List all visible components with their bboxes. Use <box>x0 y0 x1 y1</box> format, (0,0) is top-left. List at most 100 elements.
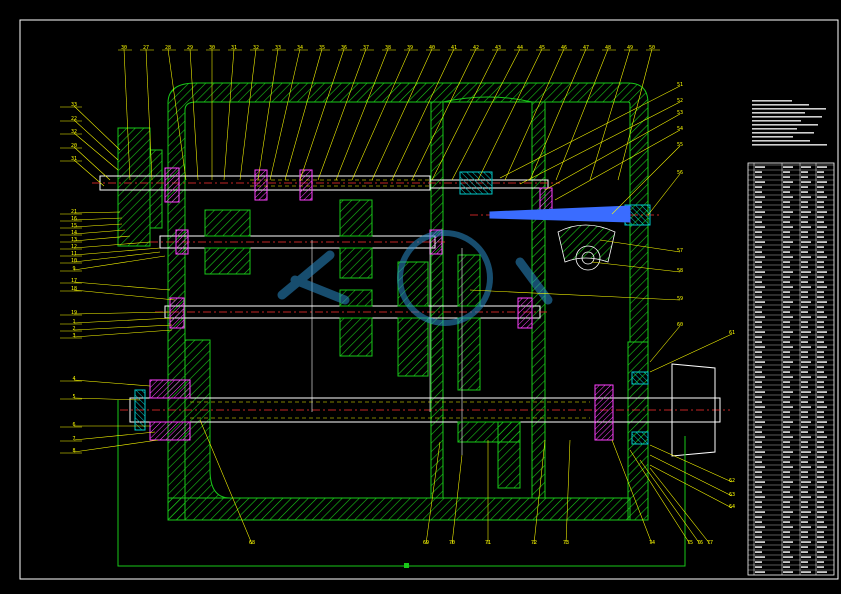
table-cell-text <box>783 461 790 463</box>
leader-line <box>73 223 123 228</box>
table-cell-text <box>801 391 811 393</box>
table-cell-text <box>817 446 824 448</box>
table-cell-text <box>783 391 793 393</box>
table-cell-text <box>783 571 793 573</box>
table-cell-text <box>801 571 811 573</box>
table-cell-text <box>783 536 790 538</box>
table-cell-text <box>755 546 762 548</box>
table-cell-text <box>783 216 790 218</box>
table-cell-text <box>801 281 808 283</box>
note-line <box>752 108 826 110</box>
leader-line <box>257 48 279 181</box>
table-cell-text <box>801 466 811 468</box>
table-cell-text <box>801 451 811 453</box>
leader-line <box>617 48 653 181</box>
table-cell-text <box>755 341 762 343</box>
table-cell-text <box>817 376 827 378</box>
table-cell-text <box>755 256 765 258</box>
leader-line <box>649 333 733 373</box>
table-cell-text <box>783 341 790 343</box>
callout-left: 11 <box>71 251 77 257</box>
leader-line <box>73 247 161 256</box>
table-cell-text <box>783 556 793 558</box>
table-cell-text <box>783 176 790 178</box>
table-cell-text <box>755 531 762 533</box>
table-cell-text <box>801 321 808 323</box>
table-cell-text <box>783 396 790 398</box>
table-cell-text <box>801 456 808 458</box>
table-cell-text <box>783 406 793 408</box>
callout-top: 40 <box>429 45 435 51</box>
table-cell-text <box>801 316 811 318</box>
table-cell-text <box>801 376 811 378</box>
table-cell-text <box>817 291 824 293</box>
seals <box>134 171 651 445</box>
leader-line <box>73 255 166 271</box>
table-cell-text <box>817 206 824 208</box>
callout-right: 60 <box>677 322 683 328</box>
table-cell-text <box>783 431 790 433</box>
table-cell-text <box>755 291 762 293</box>
table-cell-text <box>817 326 824 328</box>
leader-line <box>73 119 119 161</box>
table-cell-text <box>817 531 824 533</box>
callout-bottom: 69 <box>423 540 429 546</box>
callout-top: 35 <box>319 45 325 51</box>
leader-line <box>649 467 711 545</box>
table-cell-text <box>801 471 808 473</box>
table-cell-text <box>801 521 808 523</box>
callout-top: 33 <box>275 45 281 51</box>
table-cell-text <box>755 176 762 178</box>
table-cell-text <box>783 566 790 568</box>
table-cell-text <box>801 251 808 253</box>
table-cell-text <box>783 271 793 273</box>
table-cell-text <box>755 191 762 193</box>
table-cell-text <box>783 506 790 508</box>
table-cell-text <box>801 221 808 223</box>
table-cell-text <box>817 476 824 478</box>
table-cell-text <box>801 296 808 298</box>
table-cell-text <box>783 211 793 213</box>
leader-line <box>649 454 733 497</box>
table-cell-text <box>817 316 827 318</box>
table-cell-text <box>817 346 827 348</box>
table-cell-text <box>801 411 808 413</box>
table-cell-text <box>817 176 824 178</box>
note-line <box>752 132 814 134</box>
leader-line <box>351 48 411 181</box>
table-cell-text <box>783 256 793 258</box>
table-cell-text <box>755 331 765 333</box>
table-cell-text <box>801 231 808 233</box>
table-cell-text <box>801 191 808 193</box>
table-cell-text <box>755 321 762 323</box>
table-cell-text <box>817 426 824 428</box>
technical-requirements <box>752 100 827 146</box>
table-cell-text <box>817 341 824 343</box>
table-cell-text <box>755 526 765 528</box>
table-cell-text <box>783 171 790 173</box>
table-cell-text <box>755 236 762 238</box>
note-line <box>752 104 809 106</box>
table-cell-text <box>755 241 765 243</box>
callout-top: 47 <box>583 45 589 51</box>
table-cell-text <box>755 401 762 403</box>
table-cell-text <box>801 336 808 338</box>
table-cell-text <box>755 281 762 283</box>
callout-top: 42 <box>473 45 479 51</box>
table-cell-text <box>801 371 808 373</box>
table-cell-text <box>817 466 827 468</box>
table-cell-text <box>783 546 790 548</box>
table-cell-text <box>801 506 808 508</box>
leader-line <box>73 439 159 453</box>
table-cell-text <box>801 486 808 488</box>
table-cell-text <box>817 191 824 193</box>
leader-line <box>73 324 173 331</box>
table-cell-text <box>755 206 762 208</box>
table-cell-text <box>783 426 790 428</box>
table-cell-text <box>755 231 762 233</box>
table-cell-text <box>783 251 790 253</box>
callout-left: 2 <box>72 326 75 332</box>
table-cell-text <box>755 366 762 368</box>
table-cell-text <box>755 271 765 273</box>
table-cell-text <box>783 236 790 238</box>
